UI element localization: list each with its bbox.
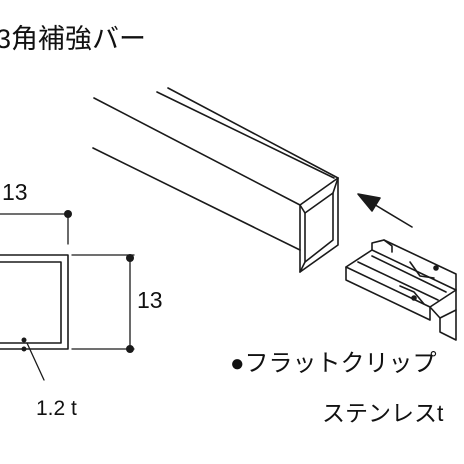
- insert-arrow: [357, 193, 413, 228]
- flat-clip-drawing: [345, 239, 457, 341]
- dimension-lines: [0, 213, 135, 381]
- cross-section: [0, 254, 69, 350]
- clip-material-label: ステンレスt: [322, 400, 444, 426]
- thickness-label: 1.2 t: [36, 397, 77, 420]
- product-title: 3角補強バー: [0, 24, 147, 54]
- clip-name-label: ●フラットクリップ: [230, 350, 437, 377]
- dimension-dots: [21, 210, 134, 353]
- height-dimension-label: 13: [137, 287, 163, 313]
- width-dimension-label: 13: [2, 179, 28, 205]
- square-bar-drawing: [92, 87, 339, 273]
